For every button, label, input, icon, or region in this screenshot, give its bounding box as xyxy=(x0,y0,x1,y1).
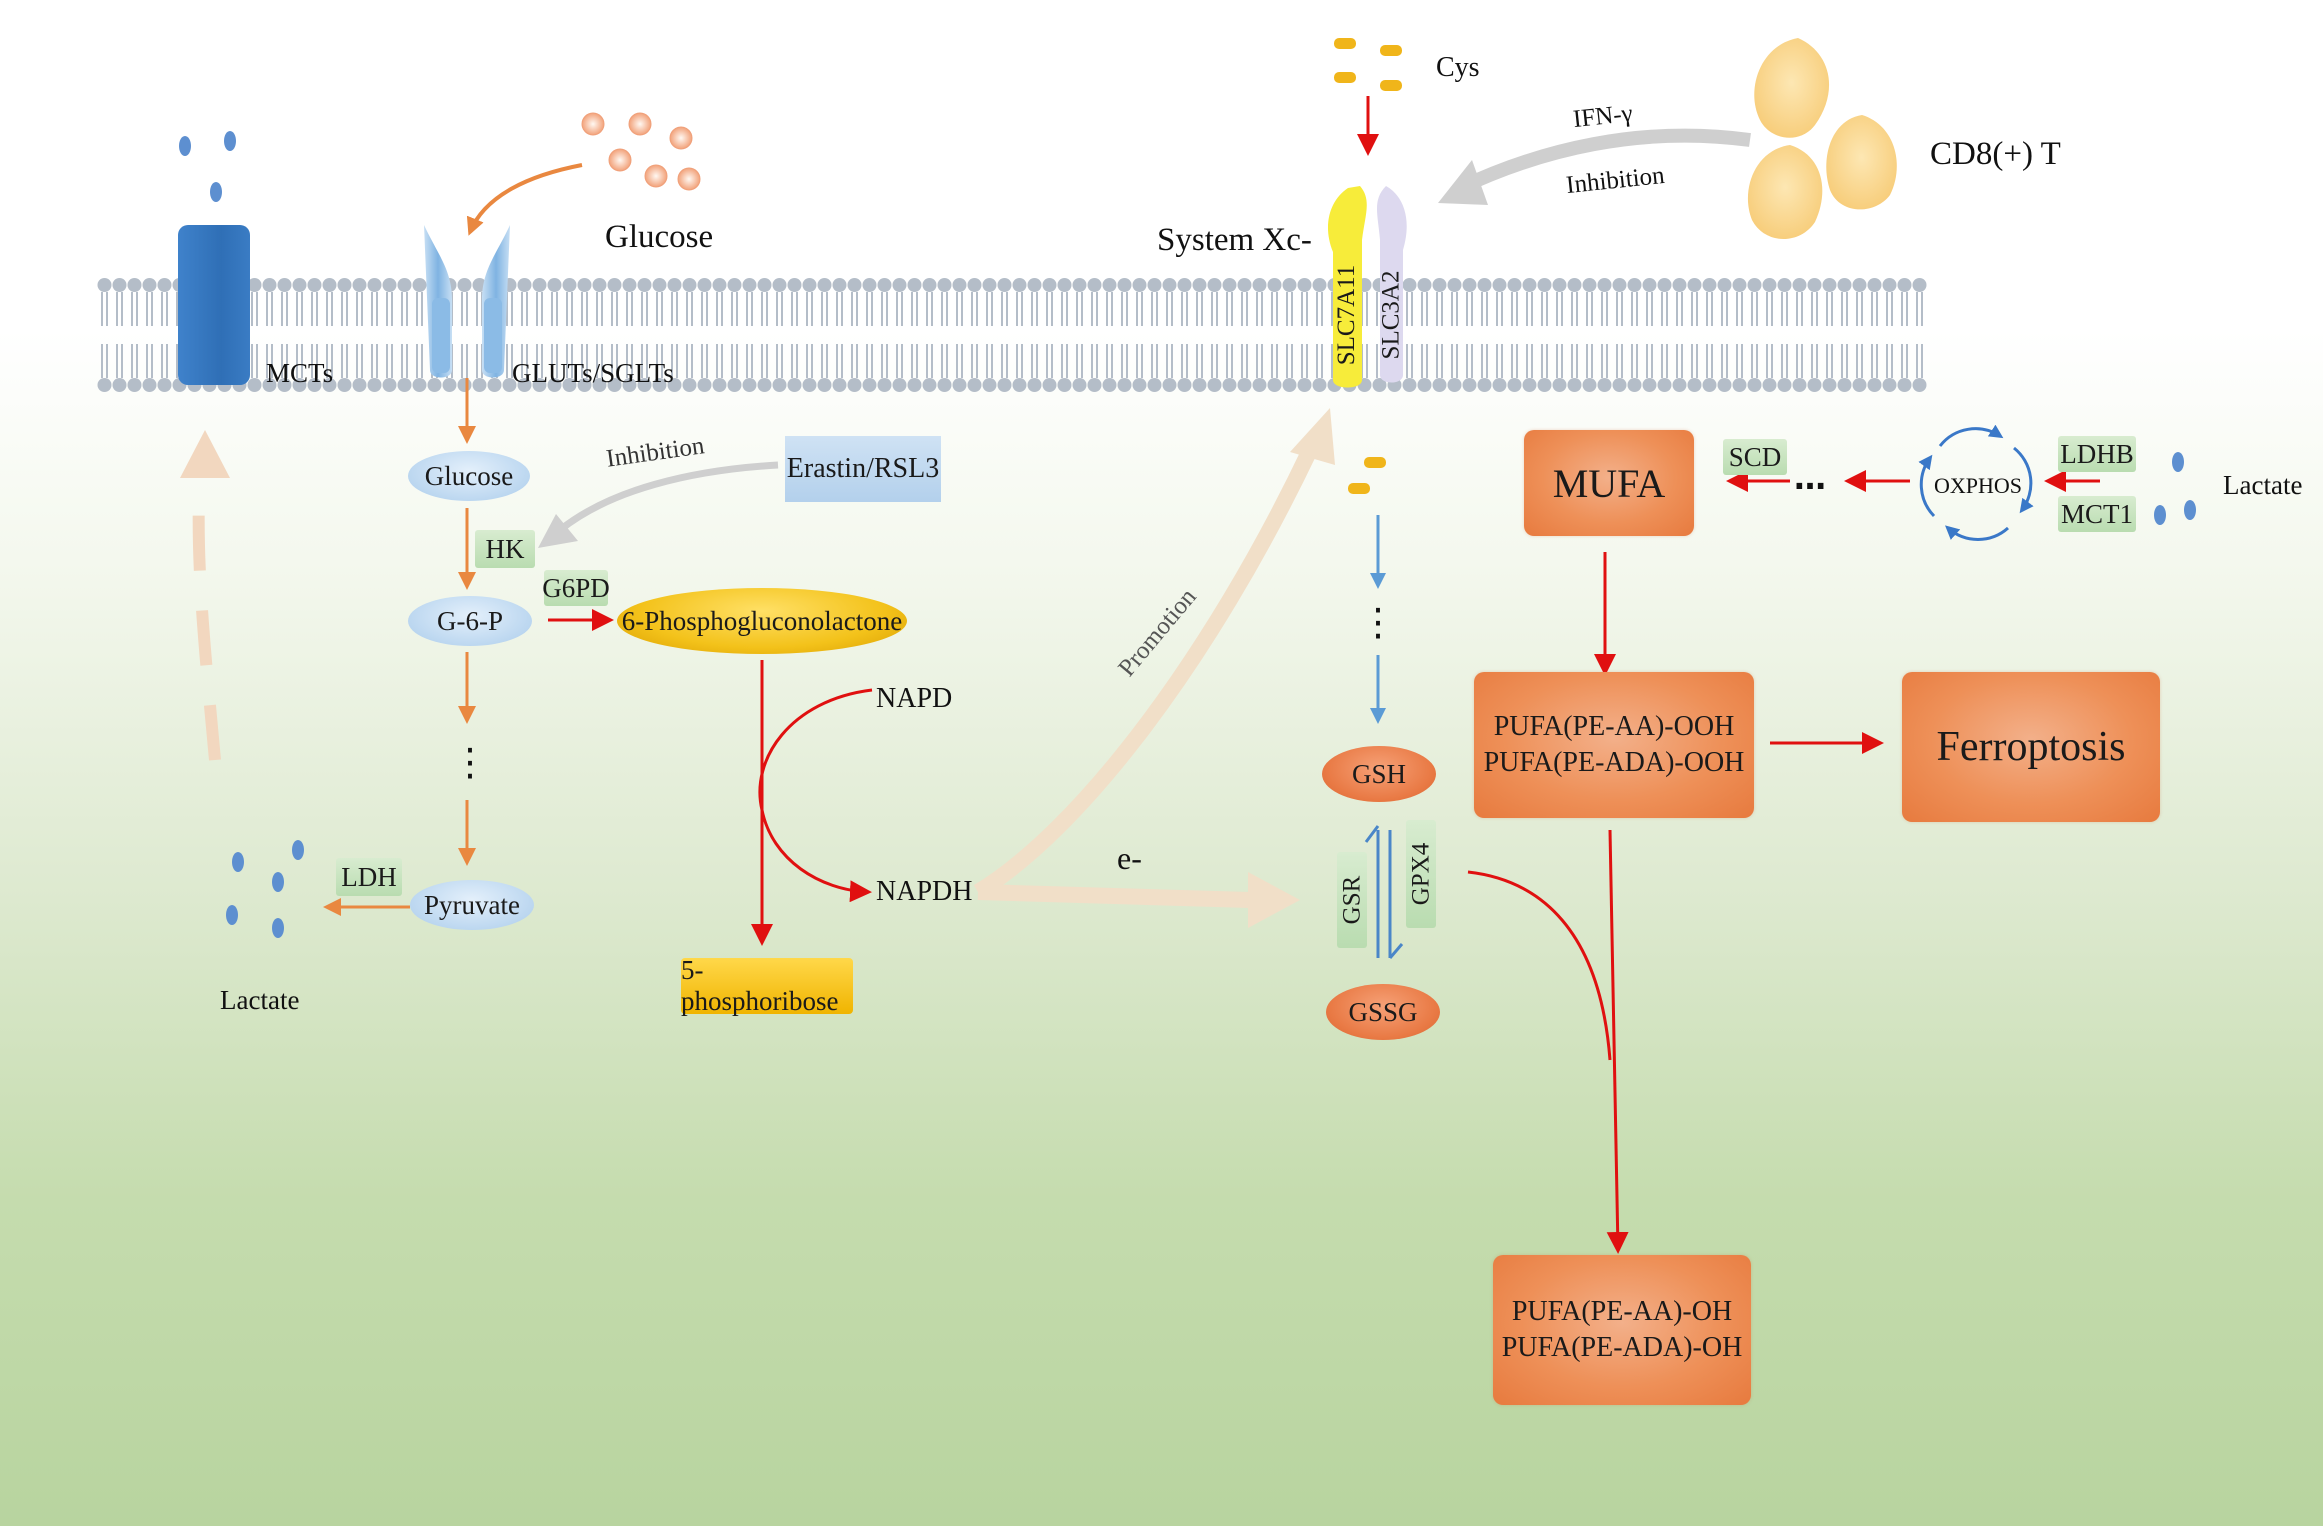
slc3a2-label: SLC3A2 xyxy=(1377,270,1405,360)
pufa-oh-line1: PUFA(PE-AA)-OH xyxy=(1511,1295,1733,1327)
cell-membrane xyxy=(97,276,1927,394)
hk-tag: HK xyxy=(475,530,535,568)
glucose-extracellular-label: Glucose xyxy=(605,219,714,255)
gsh-synthesis-ellipsis: ⋮ xyxy=(1359,600,1397,644)
pufa-oh-line2: PUFA(PE-ADA)-OH xyxy=(1501,1332,1743,1363)
pyruvate-node: Pyruvate xyxy=(410,880,534,930)
glycolysis-arrows xyxy=(323,378,476,916)
mct1-tag: MCT1 xyxy=(2058,496,2136,532)
scd-tag: SCD xyxy=(1723,439,1787,475)
cys-particles xyxy=(1334,38,1402,494)
glucose-node: Glucose xyxy=(408,451,530,501)
gsr-tag: GSR xyxy=(1337,852,1367,948)
gsh-node: GSH xyxy=(1322,746,1436,802)
lactate-export-arrow xyxy=(192,469,221,761)
lactate-particles-cytosol xyxy=(226,840,304,938)
lactate-label-left: Lactate xyxy=(220,985,300,1015)
mufa-ellipsis: … xyxy=(1794,459,1826,497)
gsh-gssg-cycle-arrows xyxy=(1364,825,1404,959)
phosphoribose-box: 5-phosphoribose xyxy=(681,955,853,1016)
pufa-ooh-box: PUFA(PE-AA)-OOH PUFA(PE-ADA)-OOH xyxy=(1474,672,1754,818)
gluts-label: GLUTs/SGLTs xyxy=(512,358,674,388)
slc7a11-label: SLC7A11 xyxy=(1333,264,1361,366)
pufa-ooh-line2: PUFA(PE-ADA)-OOH xyxy=(1483,747,1745,778)
electron-arrow xyxy=(977,884,1251,908)
ifn-inhibition-arrow xyxy=(1456,128,1751,195)
lipid-pathway-arrows xyxy=(1467,470,2100,1254)
cys-label: Cys xyxy=(1436,52,1480,83)
lactate-particles-extracellular xyxy=(179,131,236,202)
napd-reduction-arrow xyxy=(758,688,873,903)
phosphogluconolactone-node: 6-Phosphogluconolactone xyxy=(617,588,907,654)
mcts-label: MCTs xyxy=(266,358,334,388)
oxphos-cycle-arrows xyxy=(1918,424,2034,541)
system-xc-label: System Xc- xyxy=(1157,222,1312,258)
ifn-gamma-label: IFN-γ xyxy=(1571,99,1634,134)
oxphos-label: OXPHOS xyxy=(1933,473,2023,498)
lactate-particles-right xyxy=(2154,452,2196,525)
gpx4-tag: GPX4 xyxy=(1406,820,1436,928)
mct-transporter xyxy=(178,225,250,385)
cd8-t-cell-label: CD8(+) T xyxy=(1930,136,2061,172)
pufa-oh-box: PUFA(PE-AA)-OH PUFA(PE-ADA)-OH xyxy=(1493,1255,1751,1405)
g6p-node: G-6-P xyxy=(408,596,532,646)
glycolysis-ellipsis: ⋮ xyxy=(451,740,489,784)
ferroptosis-box: Ferroptosis xyxy=(1902,672,2160,822)
electron-label: e- xyxy=(1117,840,1142,876)
g6pd-tag: G6PD xyxy=(542,570,610,606)
napdh-label: NAPDH xyxy=(876,876,973,907)
promotion-arrow xyxy=(973,446,1318,899)
lactate-label-right: Lactate xyxy=(2223,470,2303,500)
ldhb-tag: LDHB xyxy=(2058,436,2136,472)
pufa-ooh-line1: PUFA(PE-AA)-OOH xyxy=(1493,710,1735,742)
erastin-inhibition-arrow xyxy=(557,461,779,533)
glucose-entry-arrow xyxy=(466,163,583,236)
gssg-node: GSSG xyxy=(1326,984,1440,1040)
napd-label: NAPD xyxy=(876,683,953,714)
glucose-particles xyxy=(581,112,701,191)
glut-transporter xyxy=(424,225,510,378)
cd8-t-cells xyxy=(1747,38,1897,240)
erastin-rsl3-box: Erastin/RSL3 xyxy=(785,436,941,502)
system-xc-transporter xyxy=(1327,186,1407,388)
mufa-box: MUFA xyxy=(1524,430,1694,536)
ldh-tag: LDH xyxy=(336,858,402,896)
